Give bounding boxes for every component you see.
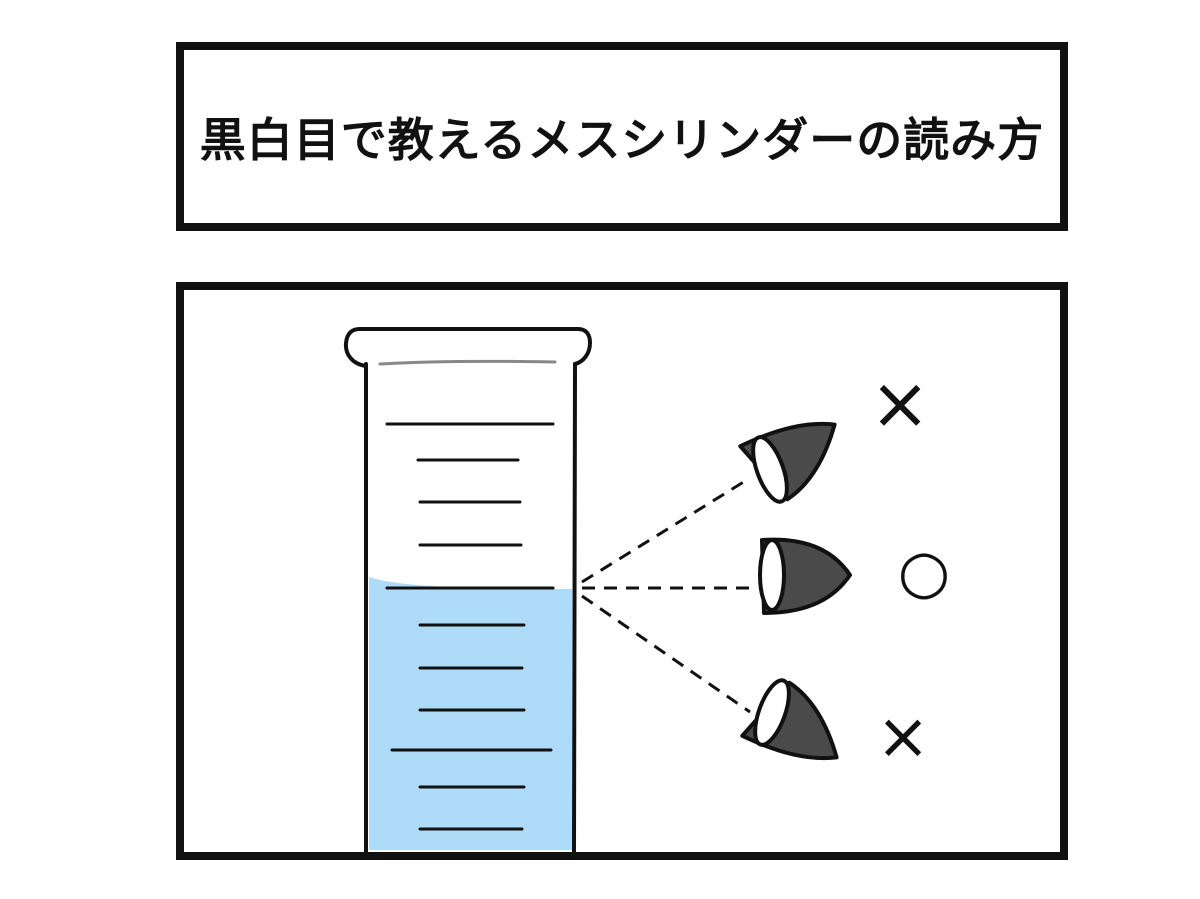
eye-icon <box>740 678 839 761</box>
mark-wrong-bottom: × <box>876 700 930 774</box>
eye-icon <box>738 421 837 504</box>
diagram-canvas: × ○ × <box>343 327 950 852</box>
diagram-panel: × ○ × <box>176 282 1068 860</box>
mark-correct: ○ <box>898 537 950 607</box>
sight-line-bottom <box>581 594 751 714</box>
mark-wrong-top: × <box>870 361 930 445</box>
sight-lines <box>581 476 754 714</box>
liquid <box>369 577 572 850</box>
graduation-marks <box>385 422 555 831</box>
page-title: 黒白目で教えるメスシリンダーの読み方 <box>199 112 1045 167</box>
graduated-cylinder-icon <box>343 327 592 852</box>
eye-icon <box>758 537 852 615</box>
sight-line-top <box>581 476 751 584</box>
title-panel: 黒白目で教えるメスシリンダーの読み方 <box>176 42 1068 231</box>
